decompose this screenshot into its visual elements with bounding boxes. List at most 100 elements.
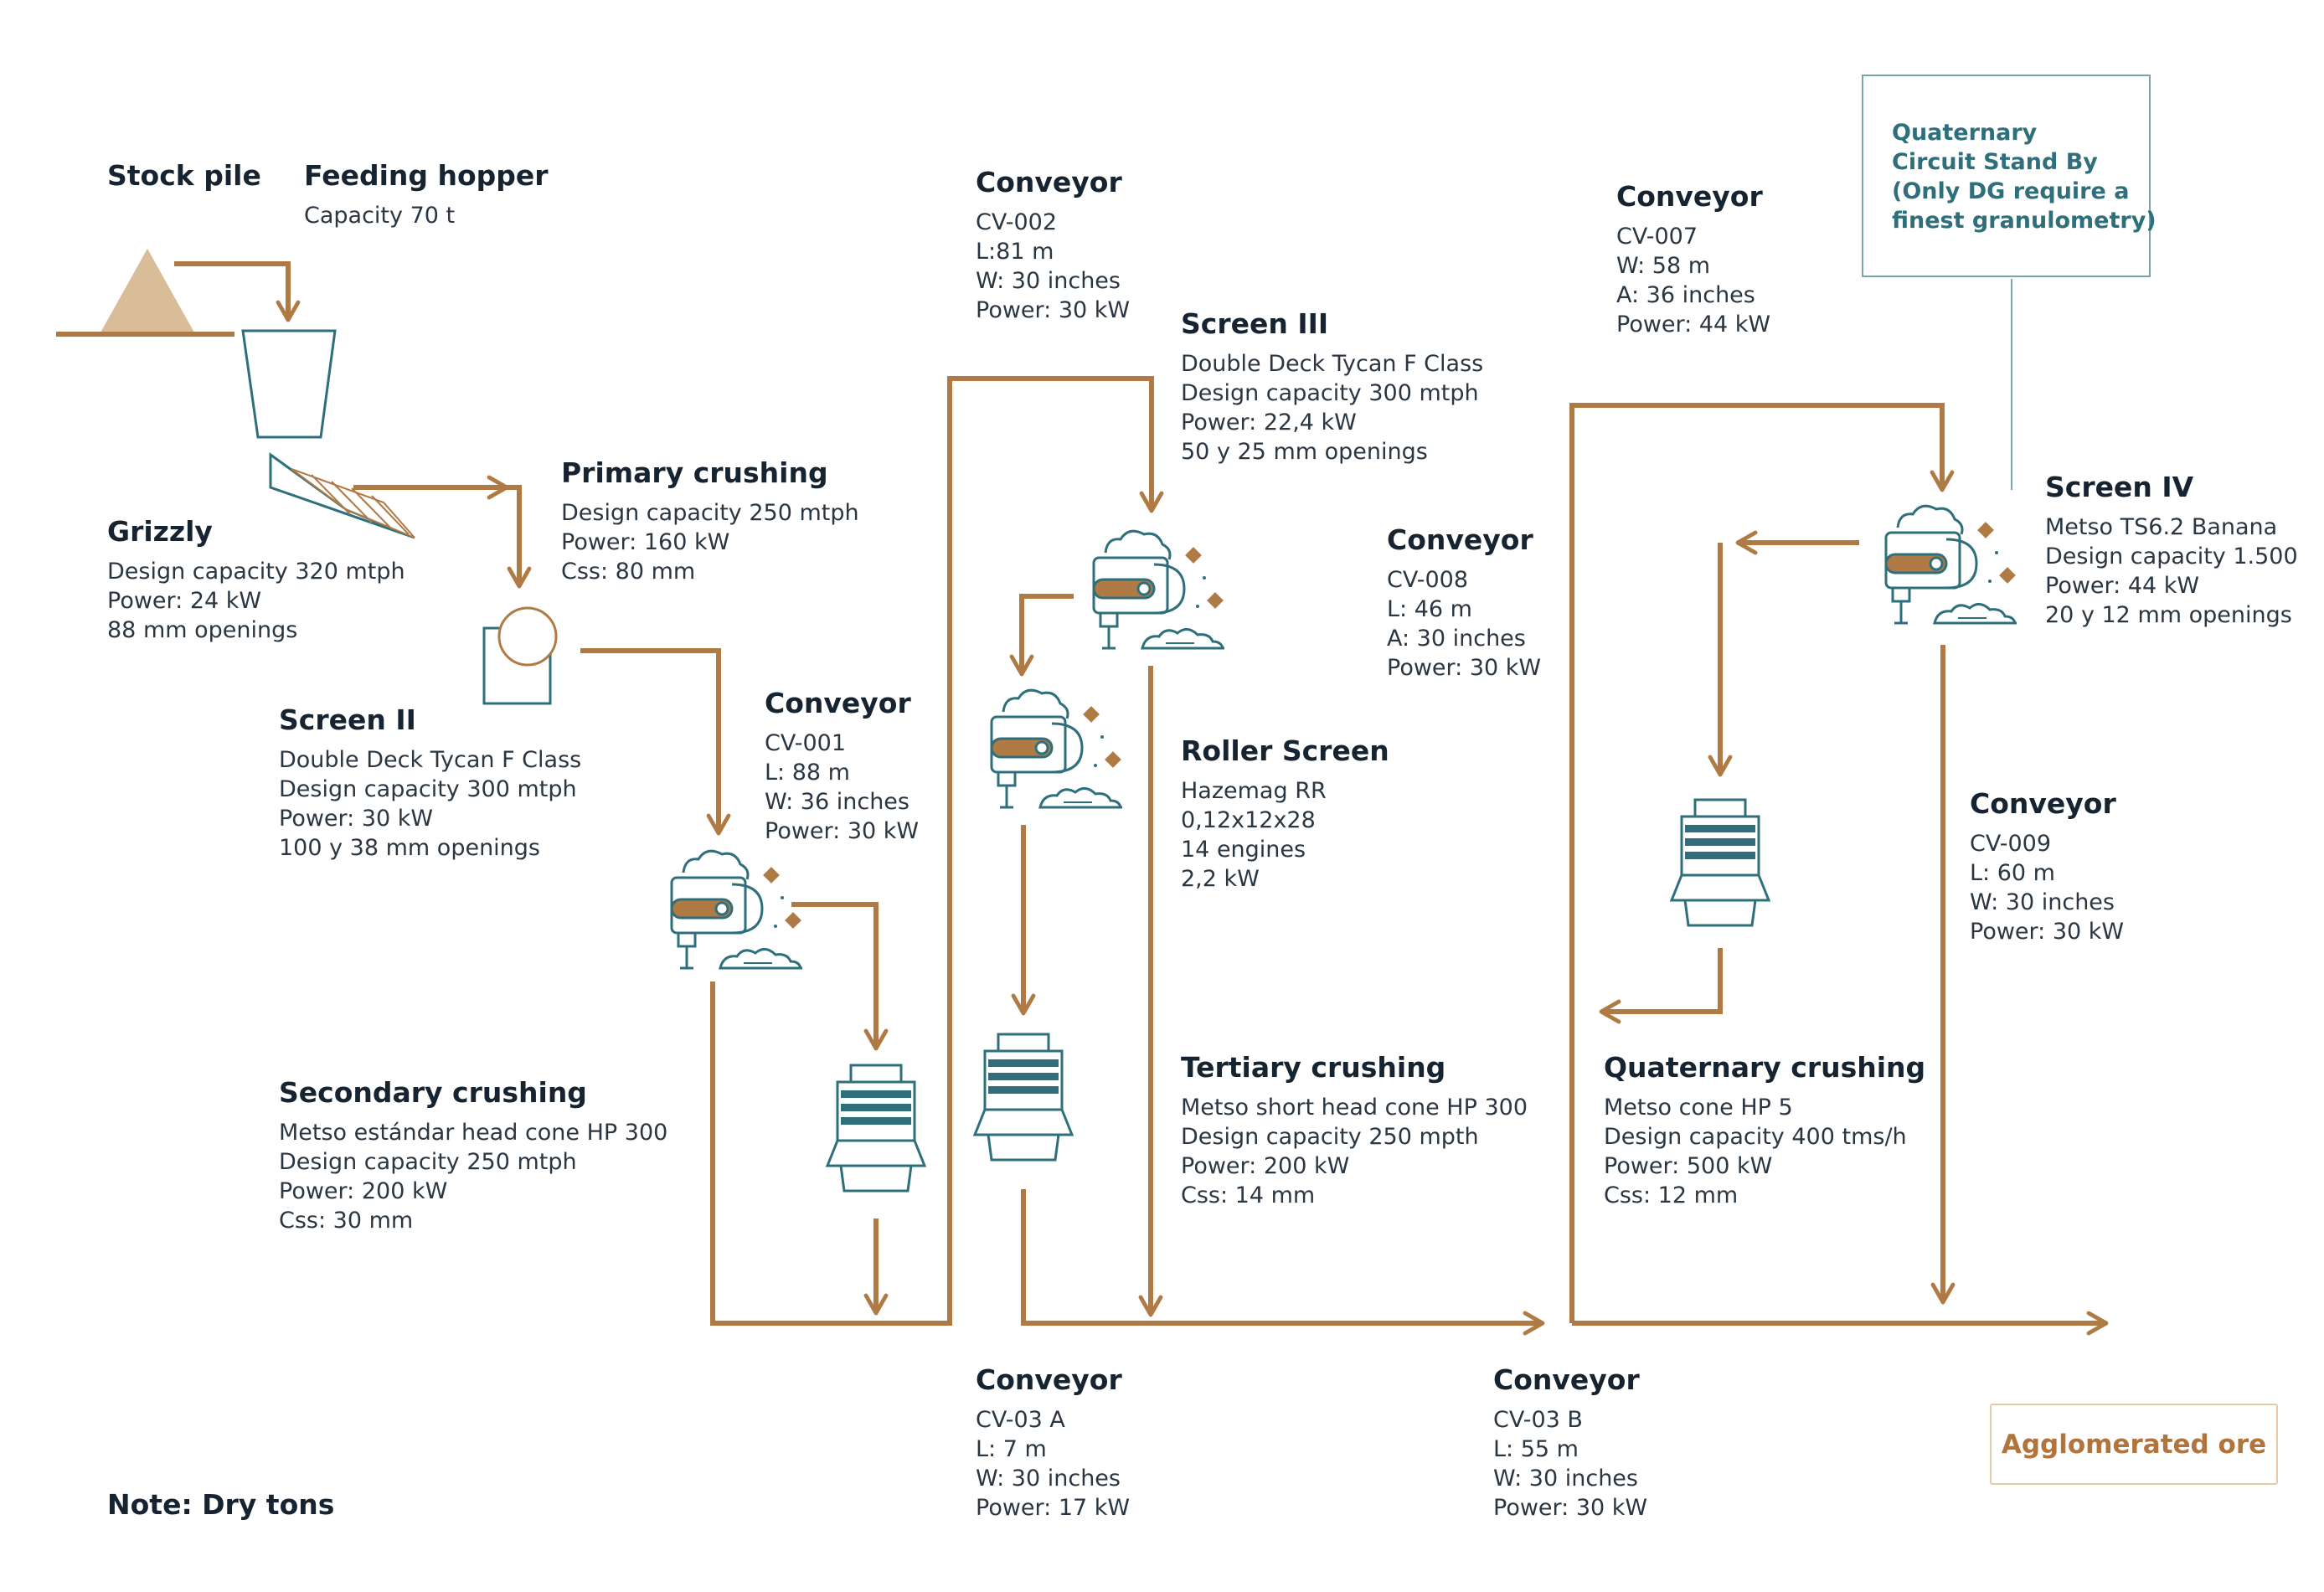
- conveyor-cv03a-line: [710, 376, 1164, 1326]
- footnote: Note: Dry tons: [107, 1488, 335, 1521]
- block-line: A: 36 inches: [1616, 282, 1755, 308]
- block-line: CV-03 A: [976, 1407, 1065, 1433]
- block-conveyor-cv001: Conveyor CV-001 L: 88 m W: 36 inches Pow…: [765, 687, 919, 846]
- flow-arrow: [174, 261, 301, 322]
- block-line: Power: 30 kW: [976, 297, 1131, 323]
- block-conveyor-cv03a: Conveyor CV-03 A L: 7 m W: 30 inches Pow…: [976, 1363, 1130, 1522]
- block-stock-pile: Stock pile: [107, 159, 261, 201]
- tertiary-crusher-icon: [973, 1033, 1074, 1162]
- screen-ii-icon: [670, 849, 804, 970]
- block-title: Roller Screen: [1181, 734, 1389, 767]
- block-title: Conveyor: [976, 1363, 1122, 1396]
- block-title: Feeding hopper: [304, 159, 549, 192]
- block-line: CV-03 B: [1493, 1407, 1583, 1433]
- block-line: W: 36 inches: [765, 789, 910, 815]
- block-line: W: 30 inches: [976, 1466, 1121, 1492]
- block-line: 100 y 38 mm openings: [279, 835, 541, 861]
- conveyor-cv03b-line: [1021, 1189, 1545, 1336]
- block-line: Power: 30 kW: [279, 806, 434, 832]
- block-title: Conveyor: [765, 687, 911, 719]
- block-line: Power: 24 kW: [107, 588, 262, 614]
- block-line: CV-007: [1616, 224, 1698, 250]
- block-line: Capacity 70 t: [304, 203, 456, 229]
- block-line: L: 88 m: [765, 760, 850, 786]
- block-line: Power: 30 kW: [765, 818, 920, 844]
- block-line: Power: 17 kW: [976, 1495, 1131, 1521]
- block-line: 0,12x12x28: [1181, 807, 1316, 833]
- screen-iii-icon: [1092, 529, 1226, 650]
- block-line: Css: 14 mm: [1181, 1182, 1316, 1208]
- block-line: 2,2 kW: [1181, 866, 1260, 892]
- block-line: Design capacity 250 mtph: [279, 1149, 577, 1175]
- block-line: Css: 12 mm: [1604, 1182, 1739, 1208]
- block-title: Stock pile: [107, 159, 261, 192]
- block-line: 14 engines: [1181, 837, 1306, 863]
- flow-arrow: [580, 648, 731, 836]
- block-line: CV-002: [976, 209, 1058, 235]
- standby-note-line: finest granulometry): [1892, 208, 2157, 234]
- grizzly-icon: [269, 452, 415, 539]
- block-quaternary-crushing: Quaternary crushing Metso cone HP 5 Desi…: [1604, 1051, 1925, 1210]
- block-primary-crushing: Primary crushing Design capacity 250 mtp…: [561, 456, 859, 586]
- block-tertiary-crushing: Tertiary crushing Metso short head cone …: [1181, 1051, 1528, 1210]
- block-line: L:81 m: [976, 239, 1054, 265]
- block-line: L: 60 m: [1970, 860, 2055, 886]
- screen-iv-icon: [1884, 504, 2018, 625]
- block-line: Power: 160 kW: [561, 529, 730, 555]
- block-line: L: 7 m: [976, 1436, 1047, 1462]
- block-conveyor-cv002: Conveyor CV-002 L:81 m W: 30 inches Powe…: [976, 166, 1130, 325]
- block-title: Conveyor: [1970, 787, 2116, 820]
- standby-note-line: Quaternary: [1892, 120, 2038, 146]
- standby-note-line: Circuit Stand By: [1892, 149, 2098, 175]
- block-line: Design capacity 250 mtph: [561, 500, 859, 526]
- block-line: Metso short head cone HP 300: [1181, 1095, 1528, 1121]
- block-line: W: 58 m: [1616, 253, 1711, 279]
- block-grizzly: Grizzly Design capacity 320 mtph Power: …: [107, 515, 405, 645]
- block-line: CV-001: [765, 730, 847, 756]
- flow-arrow: [791, 902, 889, 1051]
- block-line: Power: 44 kW: [2045, 573, 2200, 599]
- block-line: Design capacity 400 tms/h: [1604, 1124, 1907, 1150]
- block-line: Power: 200 kW: [1181, 1153, 1350, 1179]
- block-secondary-crushing: Secondary crushing Metso estándar head c…: [279, 1076, 667, 1235]
- block-title: Conveyor: [976, 166, 1122, 198]
- block-line: Css: 80 mm: [561, 559, 696, 585]
- block-line: Design capacity 320 mtph: [107, 559, 405, 585]
- block-line: 88 mm openings: [107, 617, 298, 643]
- block-line: Metso TS6.2 Banana: [2045, 514, 2278, 540]
- flow-arrow: [1009, 594, 1074, 677]
- block-conveyor-cv007: Conveyor CV-007 W: 58 m A: 36 inches Pow…: [1616, 180, 1770, 339]
- block-line: Design capacity 300 mtph: [1181, 380, 1479, 406]
- block-line: Css: 30 mm: [279, 1208, 414, 1234]
- block-roller-screen: Roller Screen Hazemag RR 0,12x12x28 14 e…: [1181, 734, 1389, 894]
- block-title: Secondary crushing: [279, 1076, 587, 1109]
- agglomerated-ore-box: Agglomerated ore: [1990, 1404, 2278, 1485]
- block-title: Conveyor: [1387, 523, 1533, 556]
- block-title: Grizzly: [107, 515, 213, 548]
- block-line: CV-008: [1387, 567, 1469, 593]
- quaternary-crusher-icon: [1670, 798, 1770, 927]
- block-line: Power: 30 kW: [1387, 655, 1542, 681]
- block-line: W: 30 inches: [1493, 1466, 1638, 1492]
- block-title: Screen IV: [2045, 471, 2194, 503]
- primary-crusher-icon: [482, 606, 558, 705]
- block-title: Tertiary crushing: [1181, 1051, 1446, 1084]
- block-line: 50 y 25 mm openings: [1181, 439, 1428, 465]
- block-conveyor-cv009: Conveyor CV-009 L: 60 m W: 30 inches Pow…: [1970, 787, 2124, 946]
- block-title: Quaternary crushing: [1604, 1051, 1926, 1084]
- block-line: Design capacity 1.500: [2045, 544, 2298, 569]
- block-conveyor-cv008: Conveyor CV-008 L: 46 m A: 30 inches Pow…: [1387, 523, 1541, 683]
- roller-screen-icon: [990, 688, 1124, 809]
- standby-note-box: Quaternary Circuit Stand By (Only DG req…: [1862, 75, 2157, 277]
- block-line: Double Deck Tycan F Class: [279, 747, 582, 773]
- block-conveyor-cv03b: Conveyor CV-03 B L: 55 m W: 30 inches Po…: [1493, 1363, 1647, 1522]
- block-line: 20 y 12 mm openings: [2045, 602, 2292, 628]
- block-line: Double Deck Tycan F Class: [1181, 351, 1484, 377]
- hopper-icon: [241, 329, 337, 439]
- block-line: L: 55 m: [1493, 1436, 1579, 1462]
- block-line: Design capacity 300 mtph: [279, 776, 577, 802]
- block-line: Power: 500 kW: [1604, 1153, 1773, 1179]
- block-line: Metso estándar head cone HP 300: [279, 1120, 668, 1146]
- block-line: W: 30 inches: [1970, 889, 2115, 915]
